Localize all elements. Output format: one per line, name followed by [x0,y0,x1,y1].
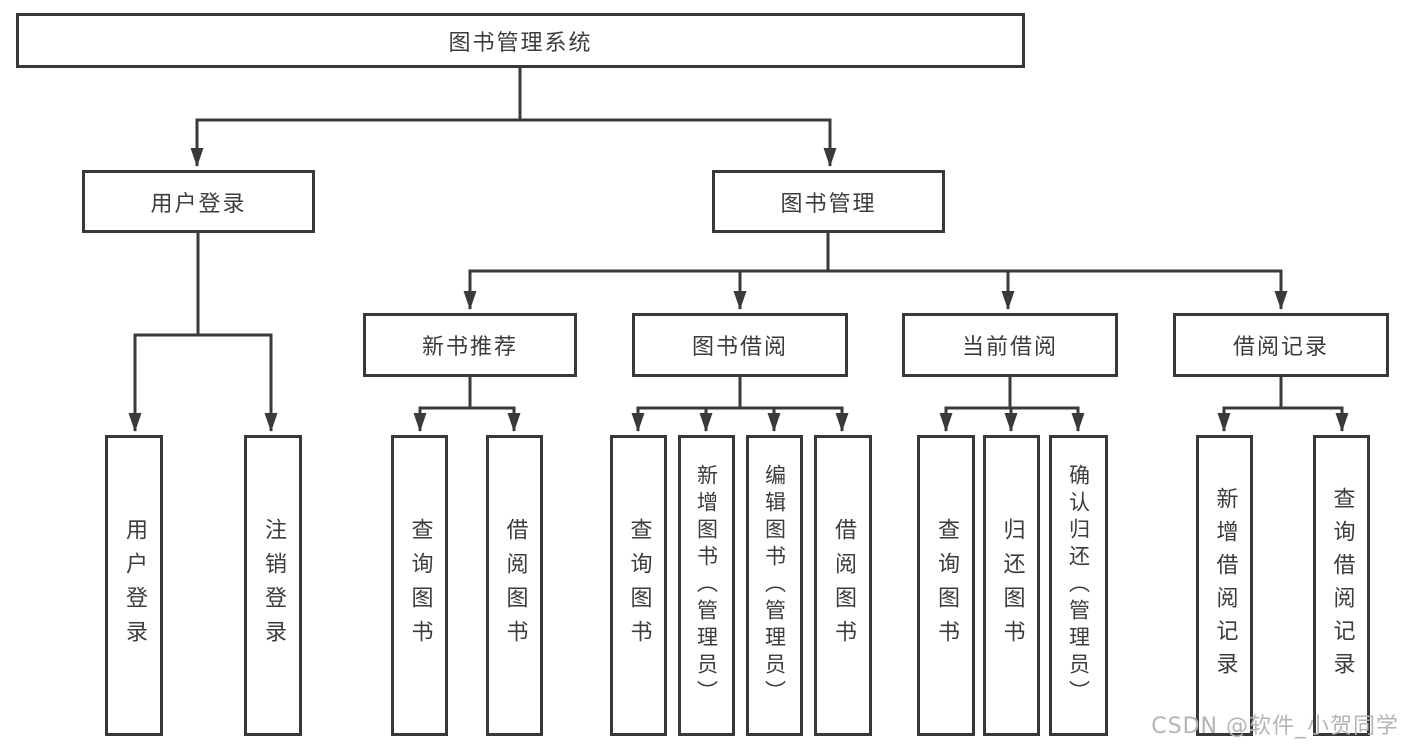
leaf-borrow-book: 借阅图书 [814,435,872,736]
node-new-book-recommend: 新书推荐 [363,313,577,377]
node-label: 编辑图书（管理员） [762,464,787,707]
leaf-add-borrow-record: 新增借阅记录 [1196,435,1253,736]
node-label: 图书借阅 [691,335,788,360]
watermark: CSDN @软件_小贺同学 [1151,714,1399,739]
node-label: 归还图书 [999,517,1025,654]
leaf-user-login: 用户登录 [105,435,163,736]
node-label: 当前借阅 [961,335,1058,360]
node-label: 新增图书（管理员） [694,464,719,707]
leaf-logout: 注销登录 [244,435,302,736]
node-label: 用户登录 [122,517,147,654]
node-book-management: 图书管理 [712,170,945,233]
node-label: 图书管理系统 [448,30,593,56]
node-label: 注销登录 [261,517,286,654]
node-borrow-records: 借阅记录 [1173,313,1389,377]
node-label: 确认归还（管理员） [1066,464,1091,707]
leaf-query-borrow-record: 查询借阅记录 [1313,435,1370,736]
leaf-query-books-recommend: 查询图书 [391,435,448,736]
node-label: 新增借阅记录 [1212,486,1238,685]
node-label: 查询借阅记录 [1329,486,1355,685]
leaf-query-books-current: 查询图书 [917,435,975,736]
node-label: 借阅图书 [502,517,528,654]
leaf-query-books-borrow: 查询图书 [610,435,667,736]
node-user-login-branch: 用户登录 [82,170,315,233]
leaf-return-book: 归还图书 [983,435,1040,736]
node-label: 借阅记录 [1232,335,1329,360]
leaf-add-book-admin: 新增图书（管理员） [678,435,735,736]
node-label: 新书推荐 [421,335,518,360]
node-label: 查询图书 [626,517,652,654]
leaf-borrow-books-recommend: 借阅图书 [486,435,543,736]
leaf-edit-book-admin: 编辑图书（管理员） [746,435,803,736]
node-label: 图书管理 [780,191,877,217]
node-label: 借阅图书 [831,517,856,654]
node-label: 查询图书 [934,517,959,654]
node-current-borrow: 当前借阅 [902,313,1118,377]
node-label: 用户登录 [150,191,247,217]
node-label: 查询图书 [407,517,433,654]
node-book-borrow: 图书借阅 [632,313,848,377]
node-root-system: 图书管理系统 [16,13,1025,68]
leaf-confirm-return-admin: 确认归还（管理员） [1049,435,1108,736]
